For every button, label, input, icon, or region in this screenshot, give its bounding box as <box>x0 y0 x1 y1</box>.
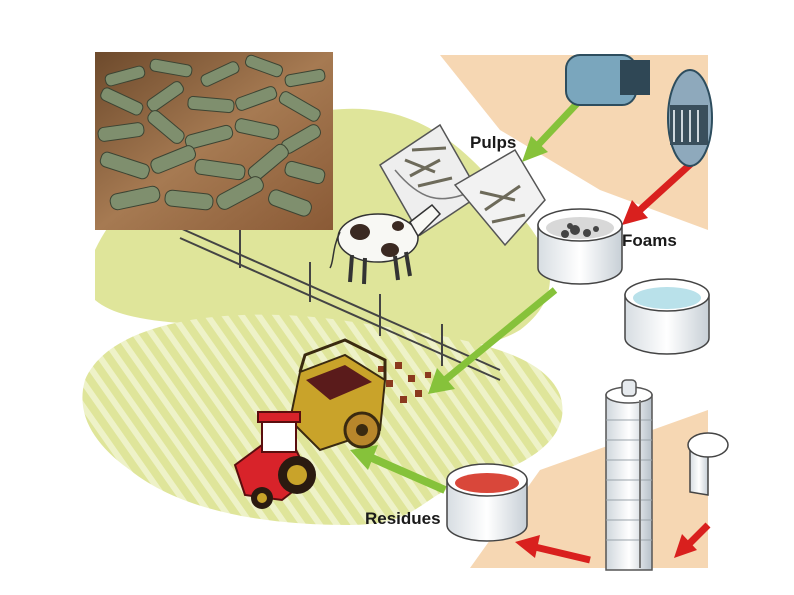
pellets-photo <box>95 52 333 230</box>
arrow-foams <box>622 157 698 225</box>
feed-trough-icon <box>379 123 546 247</box>
tank-icon <box>687 432 729 496</box>
tractor-icon <box>233 338 387 509</box>
tank-icon <box>624 278 710 355</box>
tank-icon <box>446 463 528 542</box>
arrow-silo-out <box>674 522 711 558</box>
arrow-residues <box>350 445 447 494</box>
arrow-residues-in <box>515 535 591 564</box>
label-residues: Residues <box>365 509 441 528</box>
label-pulps: Pulps <box>470 133 516 152</box>
cow-icon <box>329 203 442 285</box>
tank-icon <box>537 208 623 285</box>
arrow-to-field <box>428 287 558 394</box>
scattered-feed <box>378 362 431 403</box>
silo-icon <box>605 379 653 571</box>
factory-machine-icon <box>565 54 713 167</box>
fence-icon <box>179 227 501 381</box>
label-foams: Foams <box>622 231 677 250</box>
factory-floor-top <box>440 55 708 230</box>
